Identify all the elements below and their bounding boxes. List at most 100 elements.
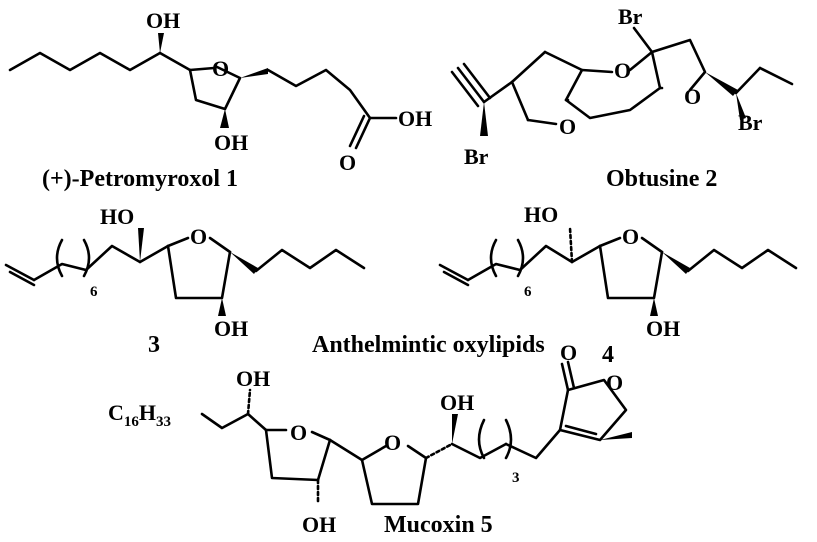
carbonyl-bond (560, 362, 570, 392)
atom-br: Br (738, 110, 763, 135)
compound-petromyroxol: OH O OH O OH (+)-Petromyroxol 1 (8, 8, 432, 192)
bond (734, 66, 762, 95)
atom-oh: OH (302, 512, 336, 537)
wedge-bond (240, 68, 268, 78)
bond (510, 50, 547, 84)
repeat-bracket-left (489, 238, 498, 278)
atom-oh: OH (236, 366, 270, 391)
repeat-count: 6 (90, 284, 98, 300)
repeat-count: 6 (524, 284, 532, 300)
bond (526, 118, 558, 126)
bond (543, 50, 584, 72)
atom-ho: HO (524, 202, 558, 227)
atom-oh: OH (214, 130, 248, 155)
bond (328, 438, 364, 462)
alkyl-chain (450, 442, 508, 460)
wedge-bond (736, 93, 746, 120)
bond (598, 236, 622, 248)
chain-formula: C16H33 (108, 400, 171, 430)
alkyne-bond (462, 62, 492, 100)
thf-ring (650, 38, 707, 92)
thf-ring (598, 244, 664, 300)
wedge-bond (705, 72, 738, 96)
alkyl-chain (466, 262, 522, 282)
vinyl-bond (8, 270, 36, 287)
alkyl-chain (686, 248, 798, 273)
bond (482, 80, 514, 104)
repeat-bracket-right (504, 418, 513, 460)
alkyl-chain (84, 244, 142, 272)
thf-ring (360, 456, 428, 506)
bond (208, 236, 232, 254)
vinyl-bond (4, 263, 36, 282)
alkyne-bond (456, 66, 486, 104)
atom-oh: OH (146, 8, 180, 33)
repeat-bracket-left (477, 418, 486, 460)
atom-o: O (684, 84, 701, 109)
bond (360, 444, 388, 462)
acid-chain (266, 68, 372, 120)
carbonyl-bond (354, 116, 372, 150)
alkyl-chain (200, 412, 268, 432)
compound-oxylipid-3: 6 HO O OH 3 (4, 204, 366, 358)
atom-ho: HO (100, 204, 134, 229)
atom-o: O (190, 224, 207, 249)
carbonyl-bond (348, 114, 366, 148)
bond (650, 50, 662, 90)
atom-oh: OH (214, 316, 248, 341)
wedge-bond (218, 298, 226, 316)
wedge-bond (158, 33, 164, 53)
atom-br: Br (464, 144, 489, 169)
atom-o: O (290, 420, 307, 445)
alkyl-chain (504, 428, 562, 460)
atom-o: O (606, 370, 623, 395)
vinyl-bond (442, 270, 470, 287)
atom-o: O (560, 340, 577, 365)
repeat-count: 3 (512, 470, 520, 486)
compound-caption: 3 (148, 332, 160, 358)
fused-ring (564, 68, 662, 120)
atom-o: O (614, 58, 631, 83)
alkyl-chain (32, 262, 88, 282)
atom-o: O (339, 150, 356, 175)
atom-o: O (622, 224, 639, 249)
bond (758, 66, 794, 86)
compound-caption: (+)-Petromyroxol 1 (42, 166, 238, 192)
bond (406, 444, 428, 460)
wedge-bond (662, 252, 690, 274)
repeat-bracket-left (55, 238, 64, 278)
lactone-ring (558, 378, 628, 442)
alkyl-chain (254, 248, 366, 273)
atom-o: O (384, 430, 401, 455)
compound-mucoxin: C16H33 OH O OH O OH 3 O O Mucoxin 5 (108, 340, 632, 538)
carbonyl-bond (566, 360, 576, 390)
repeat-bracket-right (516, 238, 525, 278)
bond (570, 244, 602, 264)
alkyne-bond (450, 70, 480, 108)
compound-caption: Mucoxin 5 (384, 512, 493, 538)
repeat-bracket-right (82, 238, 91, 278)
atom-o: O (212, 56, 229, 81)
bond (628, 50, 654, 72)
compound-caption: Obtusine 2 (606, 166, 717, 192)
compound-caption: 4 (602, 342, 614, 368)
thf-ring (264, 428, 332, 482)
wedge-bond (650, 298, 658, 316)
bond (188, 66, 216, 72)
alkene-bond (564, 424, 598, 436)
wedge-bond (220, 109, 229, 128)
alkyl-chain (8, 51, 162, 72)
wedge-bond (480, 102, 488, 136)
atom-o: O (559, 114, 576, 139)
bond (510, 80, 530, 122)
atom-oh: OH (440, 390, 474, 415)
atom-br: Br (618, 4, 643, 29)
thf-ring (166, 244, 232, 300)
wedge-bond (138, 228, 144, 262)
wedge-bond (230, 252, 258, 274)
alkyl-chain (518, 244, 574, 272)
bond (640, 236, 664, 254)
bond (632, 26, 654, 54)
hash-bond (568, 226, 574, 264)
